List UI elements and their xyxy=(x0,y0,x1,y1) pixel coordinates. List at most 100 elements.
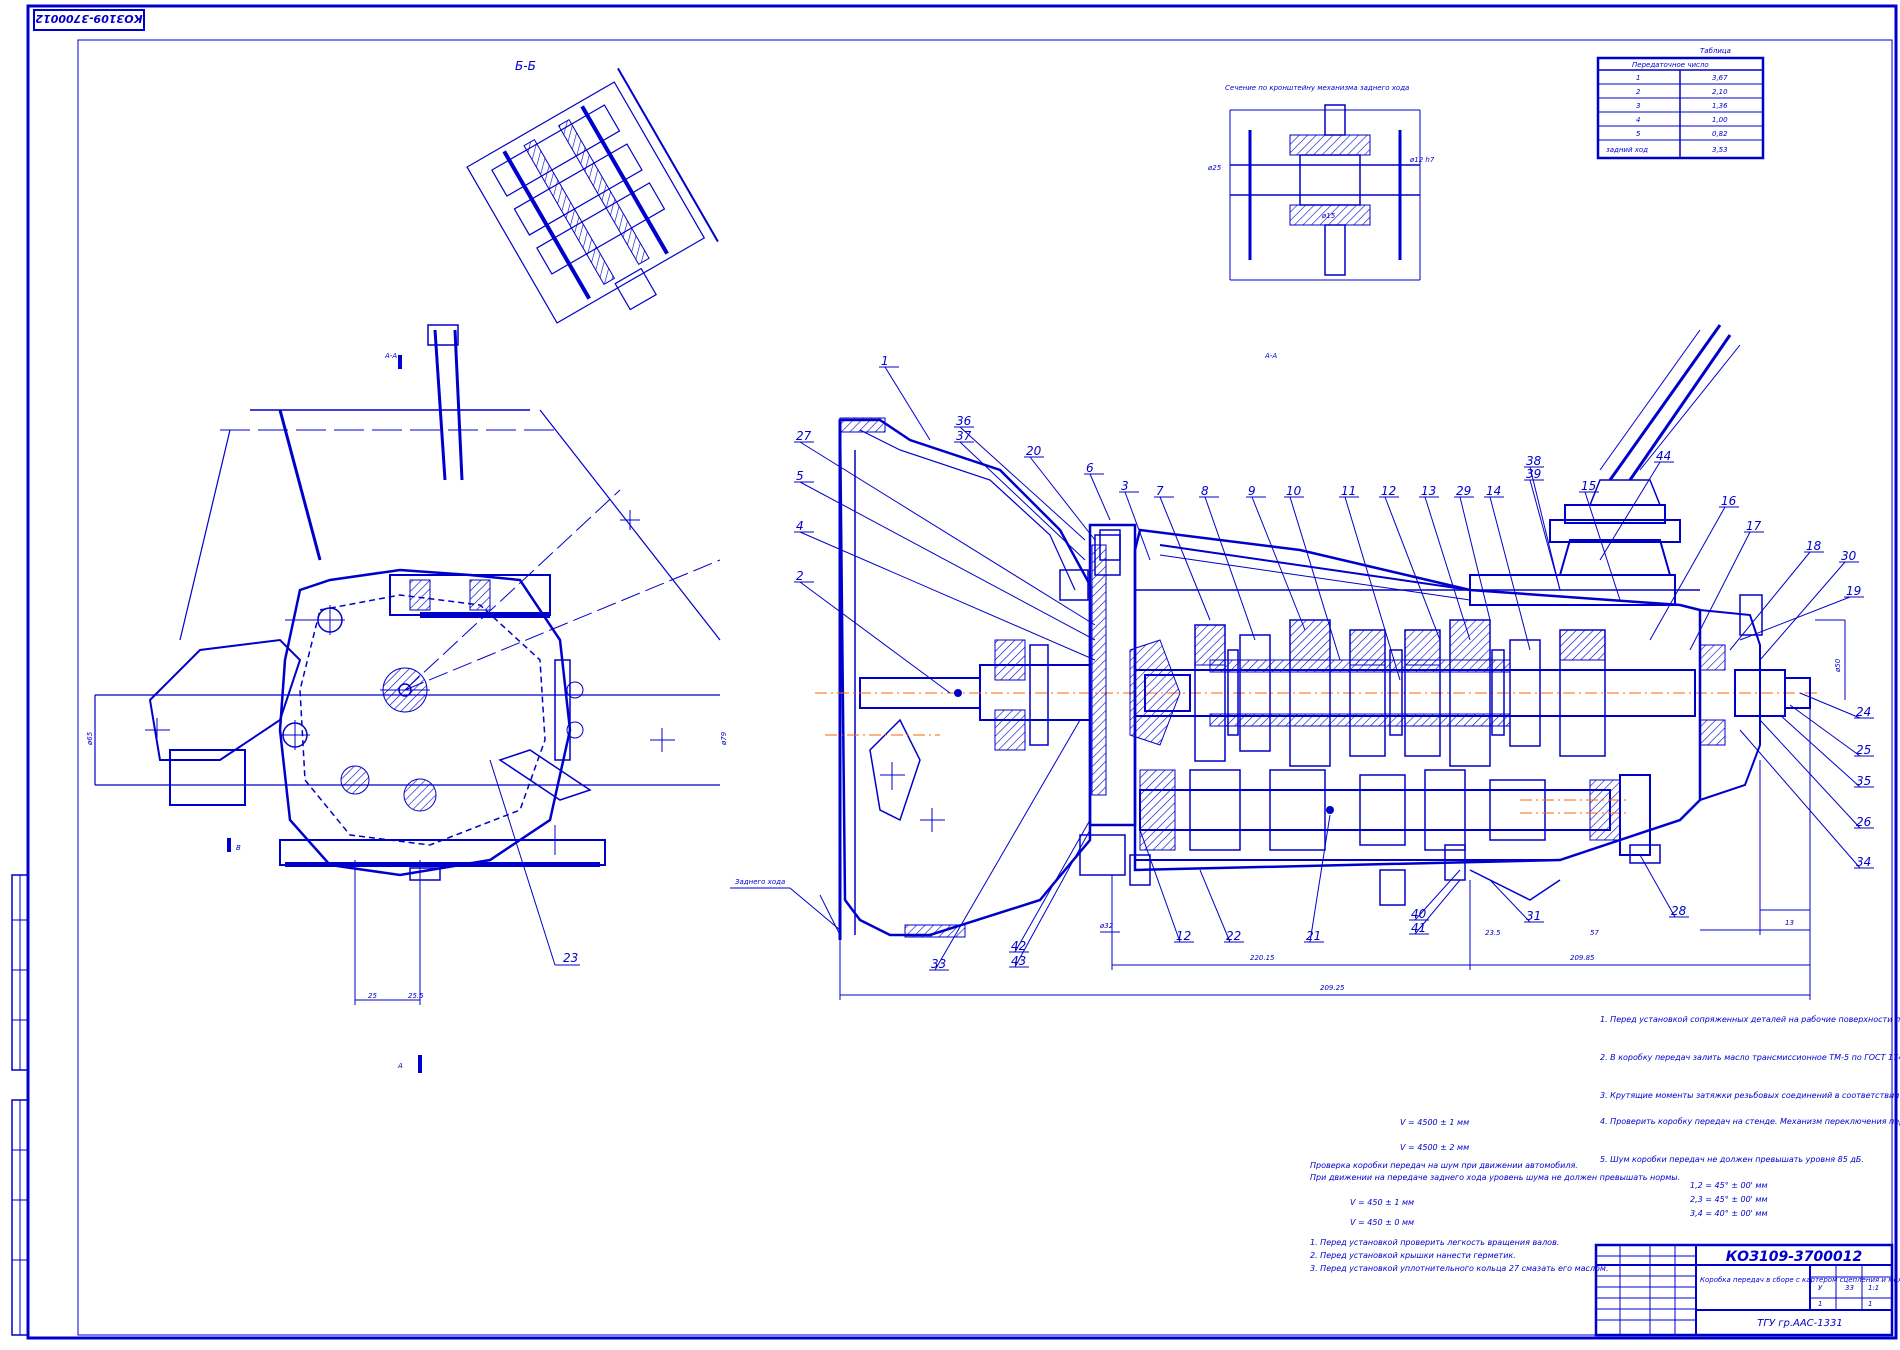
formula-middle-2: V = 4500 ± 2 мм xyxy=(1400,1143,1469,1152)
callout-39-leader xyxy=(1529,479,1561,591)
view-bb-label: Б-Б xyxy=(515,59,536,73)
callout-right-35-leader xyxy=(1779,714,1861,788)
title-designation: КОЗ109-3700012 xyxy=(1726,1249,1863,1265)
dim-left-2: 25.5 xyxy=(408,992,424,1000)
view-aa-end-view: А-А xyxy=(86,324,728,1073)
main-gearbox-section: А-А xyxy=(730,324,1846,1000)
table-caption: Таблица xyxy=(1700,47,1731,55)
callout-right-24: 24 xyxy=(1856,705,1871,719)
title-scale: 1:1 xyxy=(1868,1284,1879,1292)
reverse-bracket-detail: Сечение по кронштейну механизма заднего … xyxy=(1207,84,1435,281)
table-gear-1: 1 xyxy=(1636,74,1640,82)
callout-38: 38 xyxy=(1526,454,1542,468)
dim-main-1: 220.15 xyxy=(1250,954,1275,962)
callout-bottom-12-3-leader xyxy=(1139,829,1181,943)
formula-middle-4: V = 450 ± 0 мм xyxy=(1350,1218,1414,1227)
dim-main-4: 23.5 xyxy=(1485,929,1501,937)
callout-7-leader xyxy=(1159,496,1211,621)
callout-right-26-leader xyxy=(1759,719,1861,829)
callout-left-5: 5 xyxy=(796,469,804,483)
callout-left-27-leader xyxy=(799,441,1096,626)
title-name: Коробка передач в сборе с картером сцепл… xyxy=(1700,1276,1900,1284)
dim-main-5: ø50 xyxy=(1834,658,1842,673)
callout-bottom-43-2: 43 xyxy=(1011,954,1026,968)
callout-16-leader xyxy=(1649,506,1726,641)
note-middle-4: 2. Перед установкой крышки нанести герме… xyxy=(1310,1251,1516,1260)
callout-10-leader xyxy=(1289,496,1341,661)
detail-title: Сечение по кронштейну механизма заднего … xyxy=(1225,84,1409,92)
callout-18-leader xyxy=(1729,551,1811,651)
corner-stamp-text: КОЗ109-3700012 xyxy=(35,12,143,25)
callout-13: 13 xyxy=(1421,484,1436,498)
callout-right-34-leader xyxy=(1739,729,1861,869)
callout-44: 44 xyxy=(1656,449,1671,463)
note-middle-1: Проверка коробки передач на шум при движ… xyxy=(1310,1161,1578,1170)
table-gear-r: задний ход xyxy=(1606,146,1648,154)
formula-middle-1: V = 4500 ± 1 мм xyxy=(1400,1118,1469,1127)
callout-bottom-12-3: 12 xyxy=(1176,929,1191,943)
formula-right-3: 3,4 = 40° ± 00' мм xyxy=(1690,1209,1767,1218)
callout-29: 29 xyxy=(1456,484,1471,498)
callout-17: 17 xyxy=(1746,519,1762,533)
formula-middle-3: V = 450 ± 1 мм xyxy=(1350,1198,1414,1207)
dim-main-7: 13 xyxy=(1785,919,1794,927)
view-aa-label: А-А xyxy=(384,352,397,360)
callout-right-26: 26 xyxy=(1856,815,1872,829)
table-gear-4: 4 xyxy=(1636,116,1640,124)
view-bb-section: Б-Б xyxy=(466,59,719,324)
callout-bottom-21-5: 21 xyxy=(1306,929,1321,943)
callout-6-leader xyxy=(1089,473,1111,521)
callout-9: 9 xyxy=(1248,484,1256,498)
callout-44-leader xyxy=(1599,461,1661,561)
callout-29-leader xyxy=(1459,496,1491,621)
table-ratio-3: 1,36 xyxy=(1712,102,1728,110)
callout-bottom-33-0: 33 xyxy=(931,957,946,971)
formula-right-2: 2,3 = 45° ± 00' мм xyxy=(1690,1195,1767,1204)
gear-ratio-table: Таблица Передаточное число 1 3,67 2 2,10… xyxy=(1596,47,1765,160)
callout-6: 6 xyxy=(1086,461,1094,475)
callout-19-leader xyxy=(1739,596,1851,641)
callout-bottom-28-9: 28 xyxy=(1671,904,1687,918)
callout-bottom-22-4-leader xyxy=(1199,869,1231,943)
callout-14-leader xyxy=(1489,496,1531,651)
callout-1-leader xyxy=(884,366,931,441)
callout-left-27: 27 xyxy=(796,429,812,443)
callout-bottom-41-7-leader xyxy=(1414,879,1461,935)
callout-bottom-31-8-leader xyxy=(1489,879,1531,923)
callout-20-leader xyxy=(1029,456,1096,541)
callout-3-leader xyxy=(1124,491,1151,561)
table-ratio-2: 2,10 xyxy=(1712,88,1728,96)
detail-dim-3: ø15 xyxy=(1321,212,1336,220)
callout-bottom-22-4: 22 xyxy=(1226,929,1241,943)
callout-right-35: 35 xyxy=(1856,774,1871,788)
table-ratio-r: 3,53 xyxy=(1712,146,1728,154)
dim-left-4: ø79 xyxy=(720,731,728,746)
callout-bottom-31-8: 31 xyxy=(1526,909,1541,923)
note-middle-2: При движении на передаче заднего хода ур… xyxy=(1310,1173,1680,1182)
callout-17-leader xyxy=(1689,531,1751,651)
callout-bottom-42-1: 42 xyxy=(1011,939,1026,953)
callout-14: 14 xyxy=(1486,484,1501,498)
table-gear-2: 2 xyxy=(1636,88,1641,96)
note-right-1: 1. Перед установкой сопряженных деталей … xyxy=(1600,1015,1900,1024)
callout-right-34: 34 xyxy=(1856,855,1871,869)
callout-19: 19 xyxy=(1846,584,1861,598)
callout-left-4-leader xyxy=(799,531,1096,661)
note-middle-5: 3. Перед установкой уплотнительного коль… xyxy=(1310,1264,1609,1273)
callout-13-leader xyxy=(1424,496,1471,641)
note-right-5: 5. Шум коробки передач не должен превыша… xyxy=(1600,1155,1864,1164)
title-mass: 33 xyxy=(1845,1284,1854,1292)
corner-stamp: КОЗ109-3700012 xyxy=(33,9,145,31)
callout-36: 36 xyxy=(956,414,972,428)
callout-16: 16 xyxy=(1721,494,1737,508)
callout-8: 8 xyxy=(1201,484,1209,498)
callout-11-leader xyxy=(1344,496,1401,681)
callout-18: 18 xyxy=(1806,539,1822,553)
dim-left-3: ø65 xyxy=(86,731,94,746)
callout-bottom-41-7: 41 xyxy=(1411,921,1426,935)
callout-left-2: 2 xyxy=(796,569,804,583)
dim-left-1: 25 xyxy=(368,992,377,1000)
callout-right-24-leader xyxy=(1799,692,1861,719)
title-stage: У xyxy=(1818,1284,1823,1292)
